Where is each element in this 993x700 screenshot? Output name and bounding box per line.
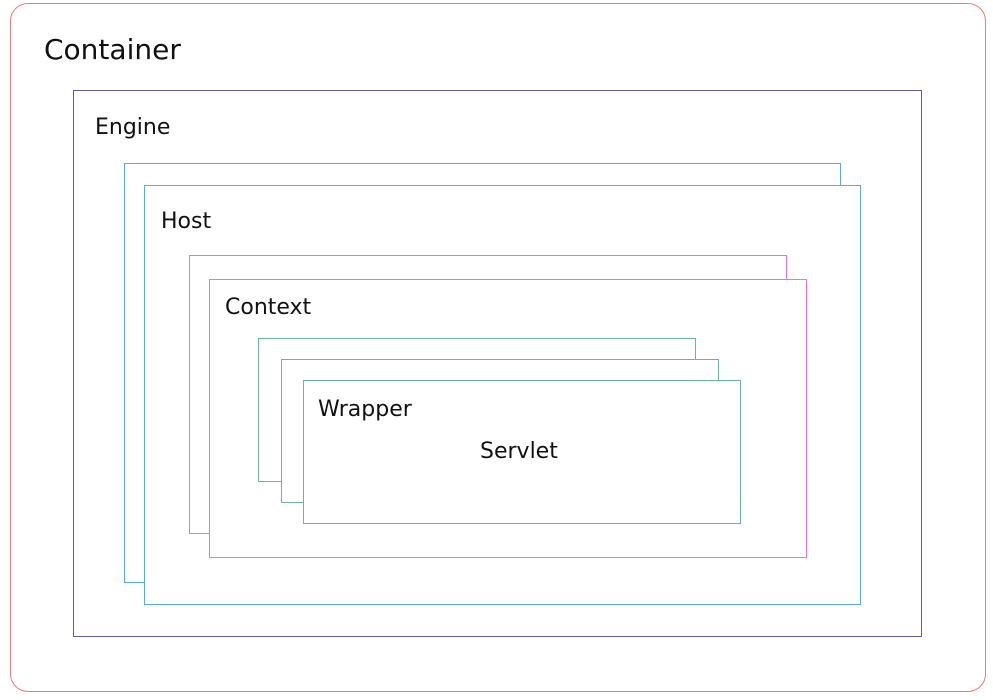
context-label: Context <box>225 295 312 320</box>
wrapper-label: Wrapper <box>318 397 412 422</box>
host-label: Host <box>161 209 212 234</box>
servlet-label: Servlet <box>480 439 558 464</box>
engine-label: Engine <box>95 115 171 140</box>
wrapper-box <box>303 380 741 524</box>
container-label: Container <box>44 33 181 66</box>
